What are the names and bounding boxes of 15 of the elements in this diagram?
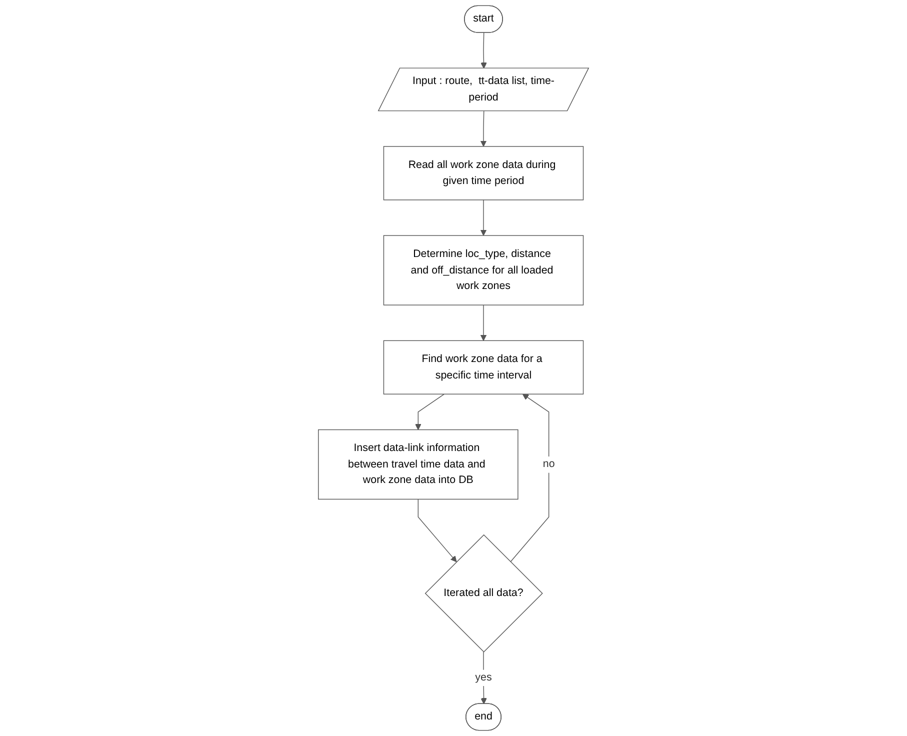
arrow	[480, 110, 487, 147]
node-box: Insert data-link information between travel time data and work zone data into DB	[318, 429, 518, 500]
node-box: Read all work zone data during given time period	[383, 146, 584, 200]
node-box: Find work zone data for a specific time interval	[383, 340, 584, 394]
arrow	[480, 304, 487, 341]
arrow	[480, 652, 487, 704]
node-diamond: Iterated all data?	[424, 534, 543, 652]
arrow	[415, 394, 445, 430]
arrow	[510, 394, 550, 562]
arrow	[418, 498, 457, 562]
arrow	[480, 200, 487, 236]
edge-label: no	[542, 458, 555, 470]
edge-label: yes	[475, 671, 492, 684]
arrow	[480, 32, 487, 69]
node-box: Determine loc_type, distance and off_distance for all loaded work zones	[383, 235, 584, 306]
